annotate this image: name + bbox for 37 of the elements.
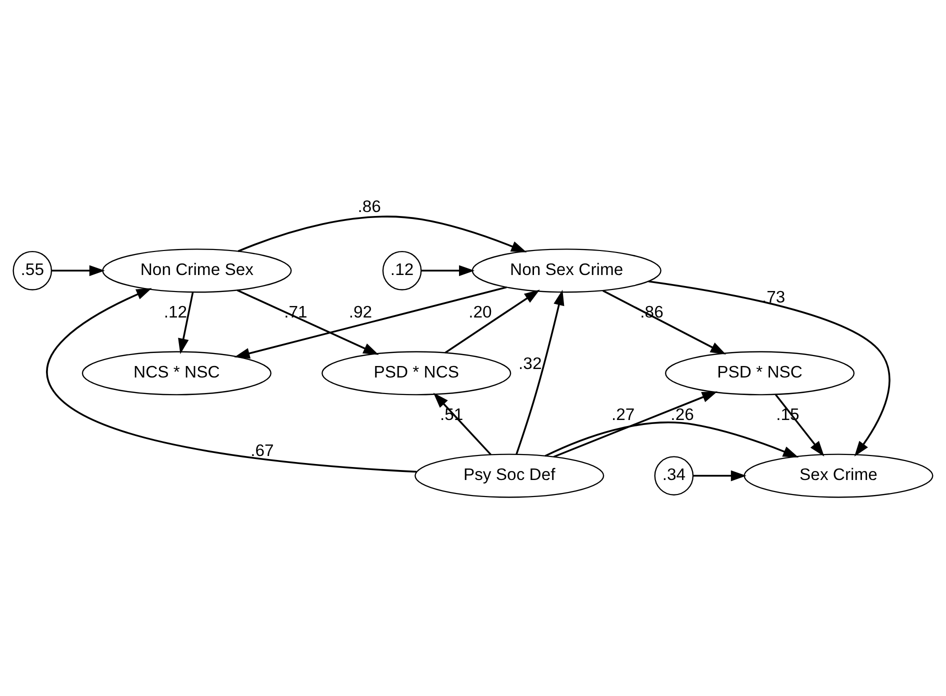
node-ellipse: Psy Soc Def: [414, 454, 604, 498]
arrow: [178, 292, 194, 354]
node-circle: .12: [382, 251, 422, 290]
node-ellipse: PSD * NSC: [664, 351, 855, 396]
edge-label: .67: [250, 440, 274, 460]
node-ellipse: Sex Crime: [744, 454, 934, 498]
arrow: [238, 216, 527, 252]
arrow: [236, 289, 379, 355]
edge-label: .71: [284, 302, 308, 322]
arrow: [516, 290, 564, 455]
edge-label: .32: [518, 354, 542, 374]
edge-label: .86: [640, 302, 664, 322]
edge-label: .26: [670, 404, 694, 424]
arrow: [52, 265, 105, 276]
arrow: [544, 422, 799, 458]
arrow: [775, 394, 824, 456]
edge-label: .86: [358, 197, 381, 216]
node-circle: .34: [654, 456, 694, 496]
arrow: [648, 280, 890, 457]
arrow: [433, 392, 492, 456]
arrow: [421, 265, 475, 276]
edge-label: .73: [762, 288, 786, 307]
arrow: [553, 391, 718, 458]
node-circle: .55: [12, 251, 52, 290]
arrow: [602, 290, 726, 355]
edge-label: .27: [611, 405, 635, 424]
node-ellipse: Non Crime Sex: [102, 248, 292, 293]
arrow: [46, 288, 417, 473]
node-ellipse: PSD * NCS: [322, 351, 512, 396]
arrow: [444, 290, 540, 354]
arrow: [234, 286, 507, 359]
edge-label: .20: [468, 302, 492, 322]
edge-label: .12: [164, 302, 188, 322]
edge-label: .92: [348, 302, 372, 322]
arrow: [693, 470, 746, 482]
node-ellipse: NCS * NSC: [82, 351, 272, 396]
node-ellipse: Non Sex Crime: [472, 248, 662, 293]
